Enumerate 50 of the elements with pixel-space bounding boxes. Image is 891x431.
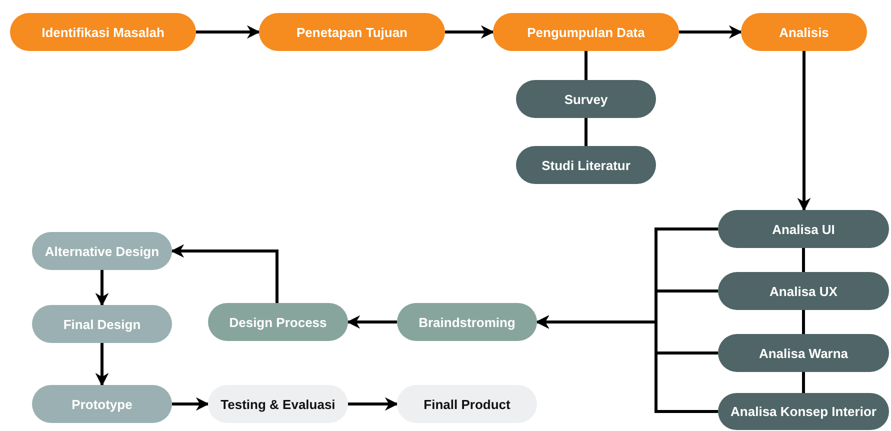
step-label: Survey xyxy=(564,92,608,106)
connector-line xyxy=(802,310,805,334)
step-label: Final Design xyxy=(63,316,141,332)
step-label: Design Process xyxy=(229,314,327,330)
arrow xyxy=(170,244,278,303)
step-label: Penetapan Tujuan xyxy=(296,24,408,40)
connector-line xyxy=(802,248,805,272)
step-label: Analisa Warna xyxy=(758,346,848,360)
step-label: Studi Literatur xyxy=(542,158,630,172)
arrow xyxy=(348,397,398,411)
arrow xyxy=(95,343,109,386)
step-label: Analisis xyxy=(779,24,829,40)
process-pill xyxy=(397,303,537,341)
process-pill xyxy=(32,305,172,343)
step-label: Pengumpulan Data xyxy=(527,24,645,40)
step-label: Analisa Konsep Interior xyxy=(730,404,876,419)
step-label: Analisa UX xyxy=(770,284,838,298)
process-pill xyxy=(259,13,445,51)
step-label: Analisa UI xyxy=(772,222,835,236)
connector-line xyxy=(802,372,805,393)
process-pill xyxy=(493,13,679,51)
arrow xyxy=(196,25,260,39)
process-pill xyxy=(516,80,656,118)
process-pill xyxy=(516,146,656,184)
connector-line xyxy=(584,51,588,80)
arrow xyxy=(679,25,742,39)
step-label: Prototype xyxy=(72,396,132,412)
connector-line xyxy=(584,118,588,146)
arrow xyxy=(536,315,718,413)
step-label: Alternative Design xyxy=(44,244,160,258)
arrow xyxy=(172,397,210,411)
process-pill xyxy=(208,385,348,423)
arrow xyxy=(346,315,397,329)
arrow xyxy=(797,51,811,212)
process-pill xyxy=(10,13,196,51)
process-pill xyxy=(718,210,889,248)
process-pill xyxy=(741,13,867,51)
step-label: Testing & Evaluasi xyxy=(220,396,336,412)
process-pill xyxy=(32,385,172,423)
process-pill xyxy=(718,334,889,372)
process-pill xyxy=(397,385,537,423)
step-label: Identifikasi Masalah xyxy=(42,24,164,40)
step-label: Finall Product xyxy=(424,396,510,412)
process-pill xyxy=(718,272,889,310)
process-pill xyxy=(718,393,889,430)
step-label: Braindstroming xyxy=(418,314,516,330)
process-pill xyxy=(32,232,172,270)
arrow xyxy=(445,25,494,39)
arrow xyxy=(95,270,109,306)
process-pill xyxy=(208,303,348,341)
